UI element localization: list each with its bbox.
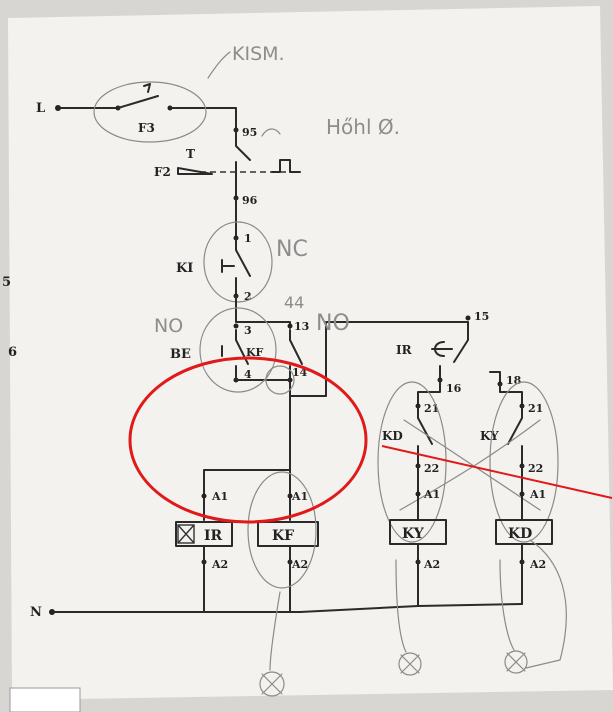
f3-label: F3 — [138, 121, 155, 135]
handwritten-no-left: NO — [154, 315, 183, 337]
annotation-pointer-line — [381, 445, 613, 499]
coil-ir-name: IR — [204, 528, 223, 544]
be-label: BE — [170, 347, 191, 362]
coil-kf-name: KF — [272, 528, 294, 544]
coil-kf-a2: A2 — [291, 558, 308, 571]
kf-contact-label: KF — [246, 346, 264, 359]
terminal-96: 96 — [242, 194, 258, 207]
ky-contact-label: KY — [480, 429, 499, 443]
terminal-22-left: 22 — [424, 462, 439, 475]
terminal-1: 1 — [244, 232, 252, 245]
coil-kd-a2: A2 — [529, 558, 546, 571]
rail-label-l: L — [36, 101, 45, 116]
annotation-highlight-circle — [128, 356, 368, 524]
terminal-16: 16 — [446, 382, 462, 395]
neutral-rail — [51, 603, 523, 613]
ky-pencil-loop — [489, 381, 559, 543]
ki-pencil-circle — [203, 221, 273, 303]
f2-pencil-tick — [261, 128, 281, 137]
f2-overload-contact: 95 96 F2 T — [154, 126, 301, 207]
interlock-pencil-cross — [399, 419, 541, 511]
handwritten-kism: KISM. — [232, 43, 285, 65]
ky-nc-contact: 21 22 KY — [480, 402, 543, 475]
coil-kf-a1: A1 — [291, 490, 308, 503]
terminal-2: 2 — [244, 290, 252, 303]
terminal-4: 4 — [244, 368, 252, 381]
coil-ky-a2: A2 — [423, 558, 440, 571]
paper-corner — [9, 687, 81, 712]
coil-kf: A1 KF A2 — [257, 490, 319, 613]
coil-ir-a1: A1 — [211, 490, 228, 503]
handwritten-hohl: Hőhl Ø. — [326, 115, 400, 139]
rail-label-n: N — [30, 605, 42, 620]
handwritten-no-right: NO — [316, 311, 350, 336]
f3-pencil-arrow — [207, 51, 231, 79]
f3-pencil-circle — [93, 81, 207, 143]
terminal-13: 13 — [294, 320, 309, 333]
f2-label: F2 — [154, 165, 171, 179]
be-pencil-circle — [199, 307, 277, 393]
margin-mark-5: 5 — [2, 275, 11, 290]
coil-kd-name: KD — [508, 526, 532, 542]
kf-pencil-loop — [265, 365, 295, 395]
f2-t-label: T — [186, 147, 195, 161]
handwritten-44: 44 — [284, 293, 304, 312]
handwritten-nc: NC — [276, 237, 308, 262]
coil-ky-a1: A1 — [423, 488, 440, 501]
coil-ky-name: KY — [402, 526, 425, 542]
pencil-lamps — [259, 539, 567, 697]
margin-mark-6: 6 — [8, 345, 17, 360]
coil-ky: A1 KY A2 — [389, 488, 447, 607]
coil-kd: A1 KD A2 — [495, 488, 553, 605]
paper-sheet — [8, 6, 613, 700]
terminal-21-right: 21 — [528, 402, 543, 415]
terminal-3: 3 — [244, 324, 252, 337]
coil-kd-a1: A1 — [529, 488, 546, 501]
ir-timer-label: IR — [396, 343, 413, 357]
kf-pencil-circle — [247, 471, 317, 589]
kd-contact-label: KD — [382, 429, 403, 443]
coil-ir: A1 IR A2 — [175, 490, 233, 613]
kd-pencil-loop — [377, 381, 447, 543]
terminal-15: 15 — [474, 310, 489, 323]
coil-ir-a2: A2 — [211, 558, 228, 571]
ki-label: KI — [176, 261, 193, 276]
terminal-22-right: 22 — [528, 462, 543, 475]
f3-breaker: F3 — [57, 83, 237, 135]
ki-nc-contact: 1 2 KI — [176, 197, 252, 303]
terminal-95: 95 — [242, 126, 257, 139]
